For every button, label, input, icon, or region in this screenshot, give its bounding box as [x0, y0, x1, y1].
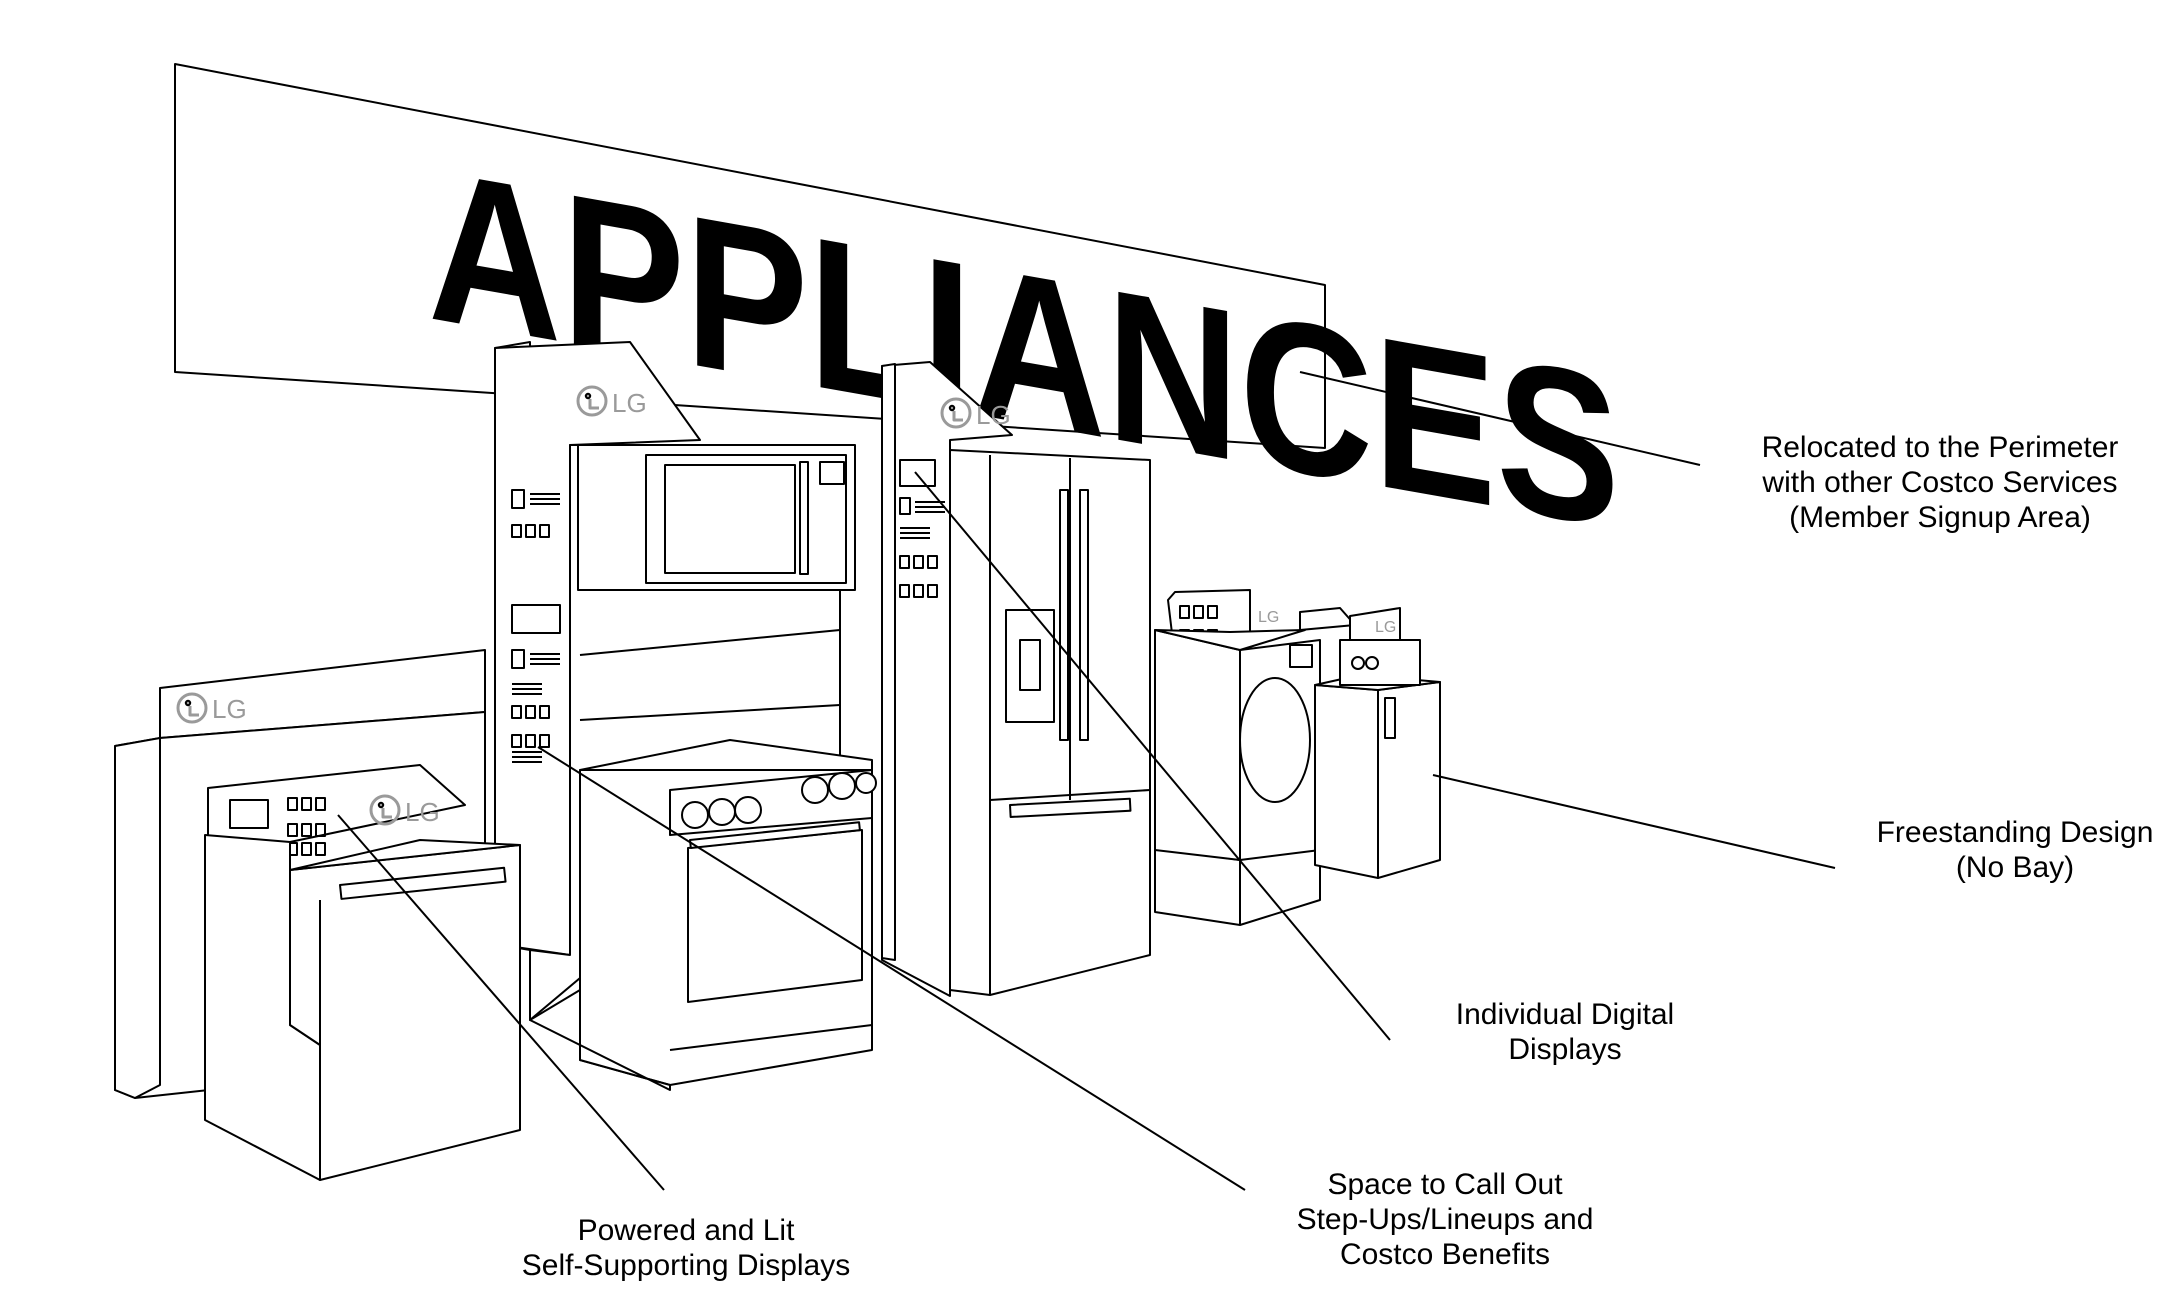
- leader-digital-displays: [914, 471, 1391, 1041]
- range-handle: [689, 821, 861, 849]
- washer-panel: [1289, 644, 1313, 668]
- callout-leader-lines: [337, 371, 1836, 1191]
- dishwasher-body-front: [289, 844, 521, 1181]
- fridge-handle-left: [1059, 489, 1069, 741]
- lg-logo-text: LG: [212, 694, 247, 724]
- lg-logo-text: LG: [976, 400, 1011, 430]
- callout-perimeter: Relocated to the Perimeter with other Co…: [1761, 431, 2119, 534]
- dryer-side-box: [1339, 639, 1421, 686]
- microwave-window: [664, 464, 796, 574]
- leader-space-call-out: [537, 746, 1246, 1191]
- range-door: [687, 829, 863, 1003]
- microwave-handle: [799, 461, 809, 575]
- lg-logo-text: LG: [1375, 619, 1396, 636]
- leader-perimeter: [1299, 371, 1701, 466]
- header-sign-board: [174, 63, 1326, 449]
- callout-freestanding: Freestanding Design (No Bay): [1876, 816, 2154, 884]
- lg-logo-text: LG: [405, 797, 440, 827]
- fridge-sign-panel: [881, 361, 1013, 997]
- fridge-sign-front: [881, 363, 896, 961]
- leader-powered-lit: [337, 814, 665, 1191]
- washer-top: [1154, 629, 1306, 651]
- fridge-digital-screen: [899, 459, 936, 487]
- fridge-drawer-handle: [1009, 797, 1132, 818]
- lg-logo-text: LG: [1258, 609, 1279, 626]
- callout-space-call-out: Space to Call Out Step-Ups/Lineups and C…: [1296, 1168, 1594, 1271]
- microwave-controls: [819, 461, 845, 485]
- tower-sign-graphics: [511, 489, 561, 763]
- laundry-sign-2: [1299, 607, 1356, 631]
- dishwasher-top: [289, 839, 521, 871]
- left-back-wall-side: [114, 737, 161, 1099]
- range-side: [529, 989, 671, 1091]
- dishwasher-handle: [339, 866, 507, 900]
- washer-door: [1239, 677, 1311, 803]
- callout-digital-displays: Individual Digital Displays: [1455, 998, 1675, 1066]
- leader-freestanding: [1432, 774, 1836, 869]
- fridge-sign-graphics: [899, 459, 946, 598]
- lg-logo-text: LG: [612, 388, 647, 418]
- callout-powered-lit: Powered and Lit Self-Supporting Displays: [521, 1214, 851, 1282]
- fridge-handle-right: [1079, 489, 1089, 741]
- dishwasher-digital-screen: [229, 799, 269, 829]
